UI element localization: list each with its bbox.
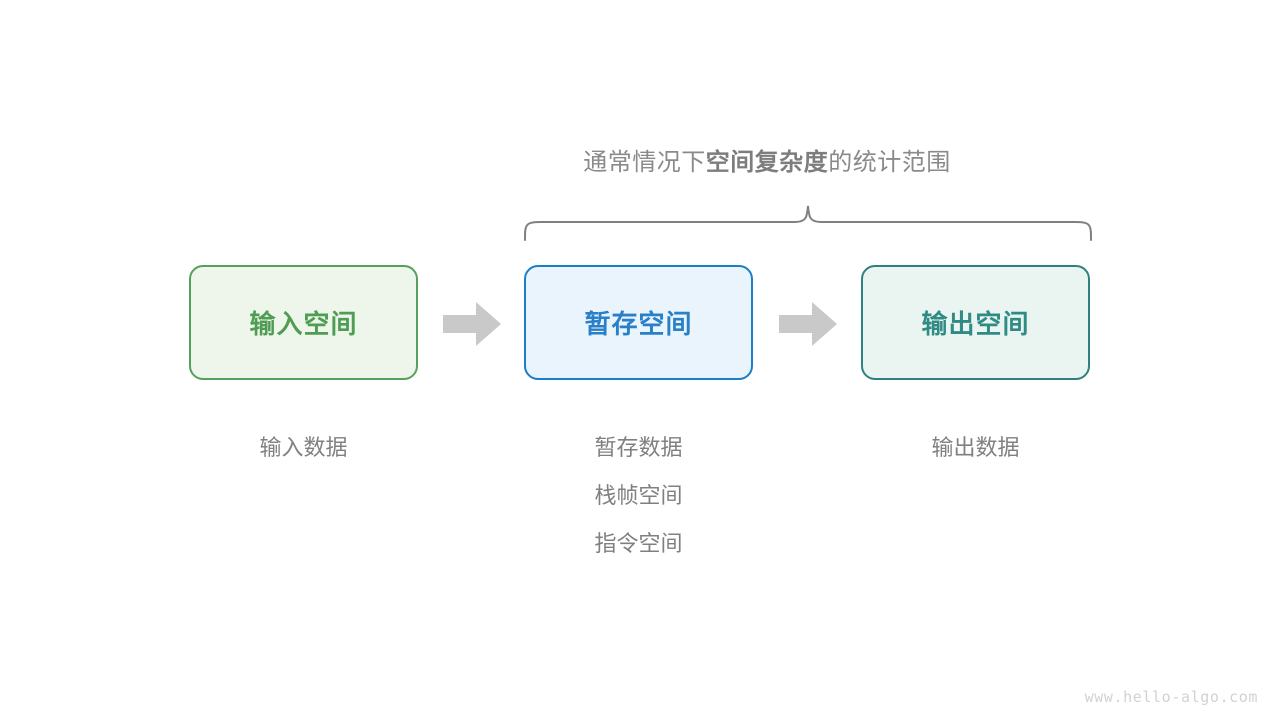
- caption-suffix: 的统计范围: [828, 149, 951, 176]
- stage-box-buffer[interactable]: 暂存空间: [524, 265, 753, 380]
- stage-box-output-label: 输出空间: [921, 309, 1030, 339]
- notes-input: 输入数据: [189, 424, 418, 472]
- notes-output: 输出数据: [861, 424, 1090, 472]
- caption-emphasis: 空间复杂度: [705, 149, 829, 176]
- note-item: 暂存数据: [594, 435, 683, 460]
- flow-arrow-right-icon: [779, 302, 837, 346]
- watermark: www.hello-algo.com: [1084, 688, 1258, 706]
- stage-box-input[interactable]: 输入空间: [189, 265, 418, 380]
- stage-box-input-label: 输入空间: [249, 309, 358, 339]
- curly-brace: [512, 198, 1104, 250]
- stage-box-buffer-label: 暂存空间: [584, 309, 693, 339]
- note-item: 栈帧空间: [594, 483, 683, 508]
- note-item: 输出数据: [931, 435, 1020, 460]
- note-item: 输入数据: [259, 435, 348, 460]
- flow-arrow-right-icon: [443, 302, 501, 346]
- notes-buffer: 暂存数据 栈帧空间 指令空间: [524, 424, 753, 568]
- note-item: 指令空间: [594, 531, 683, 556]
- stage-box-output[interactable]: 输出空间: [861, 265, 1090, 380]
- caption-prefix: 通常情况下: [583, 149, 706, 176]
- brace-caption: 通常情况下空间复杂度的统计范围: [0, 146, 1280, 180]
